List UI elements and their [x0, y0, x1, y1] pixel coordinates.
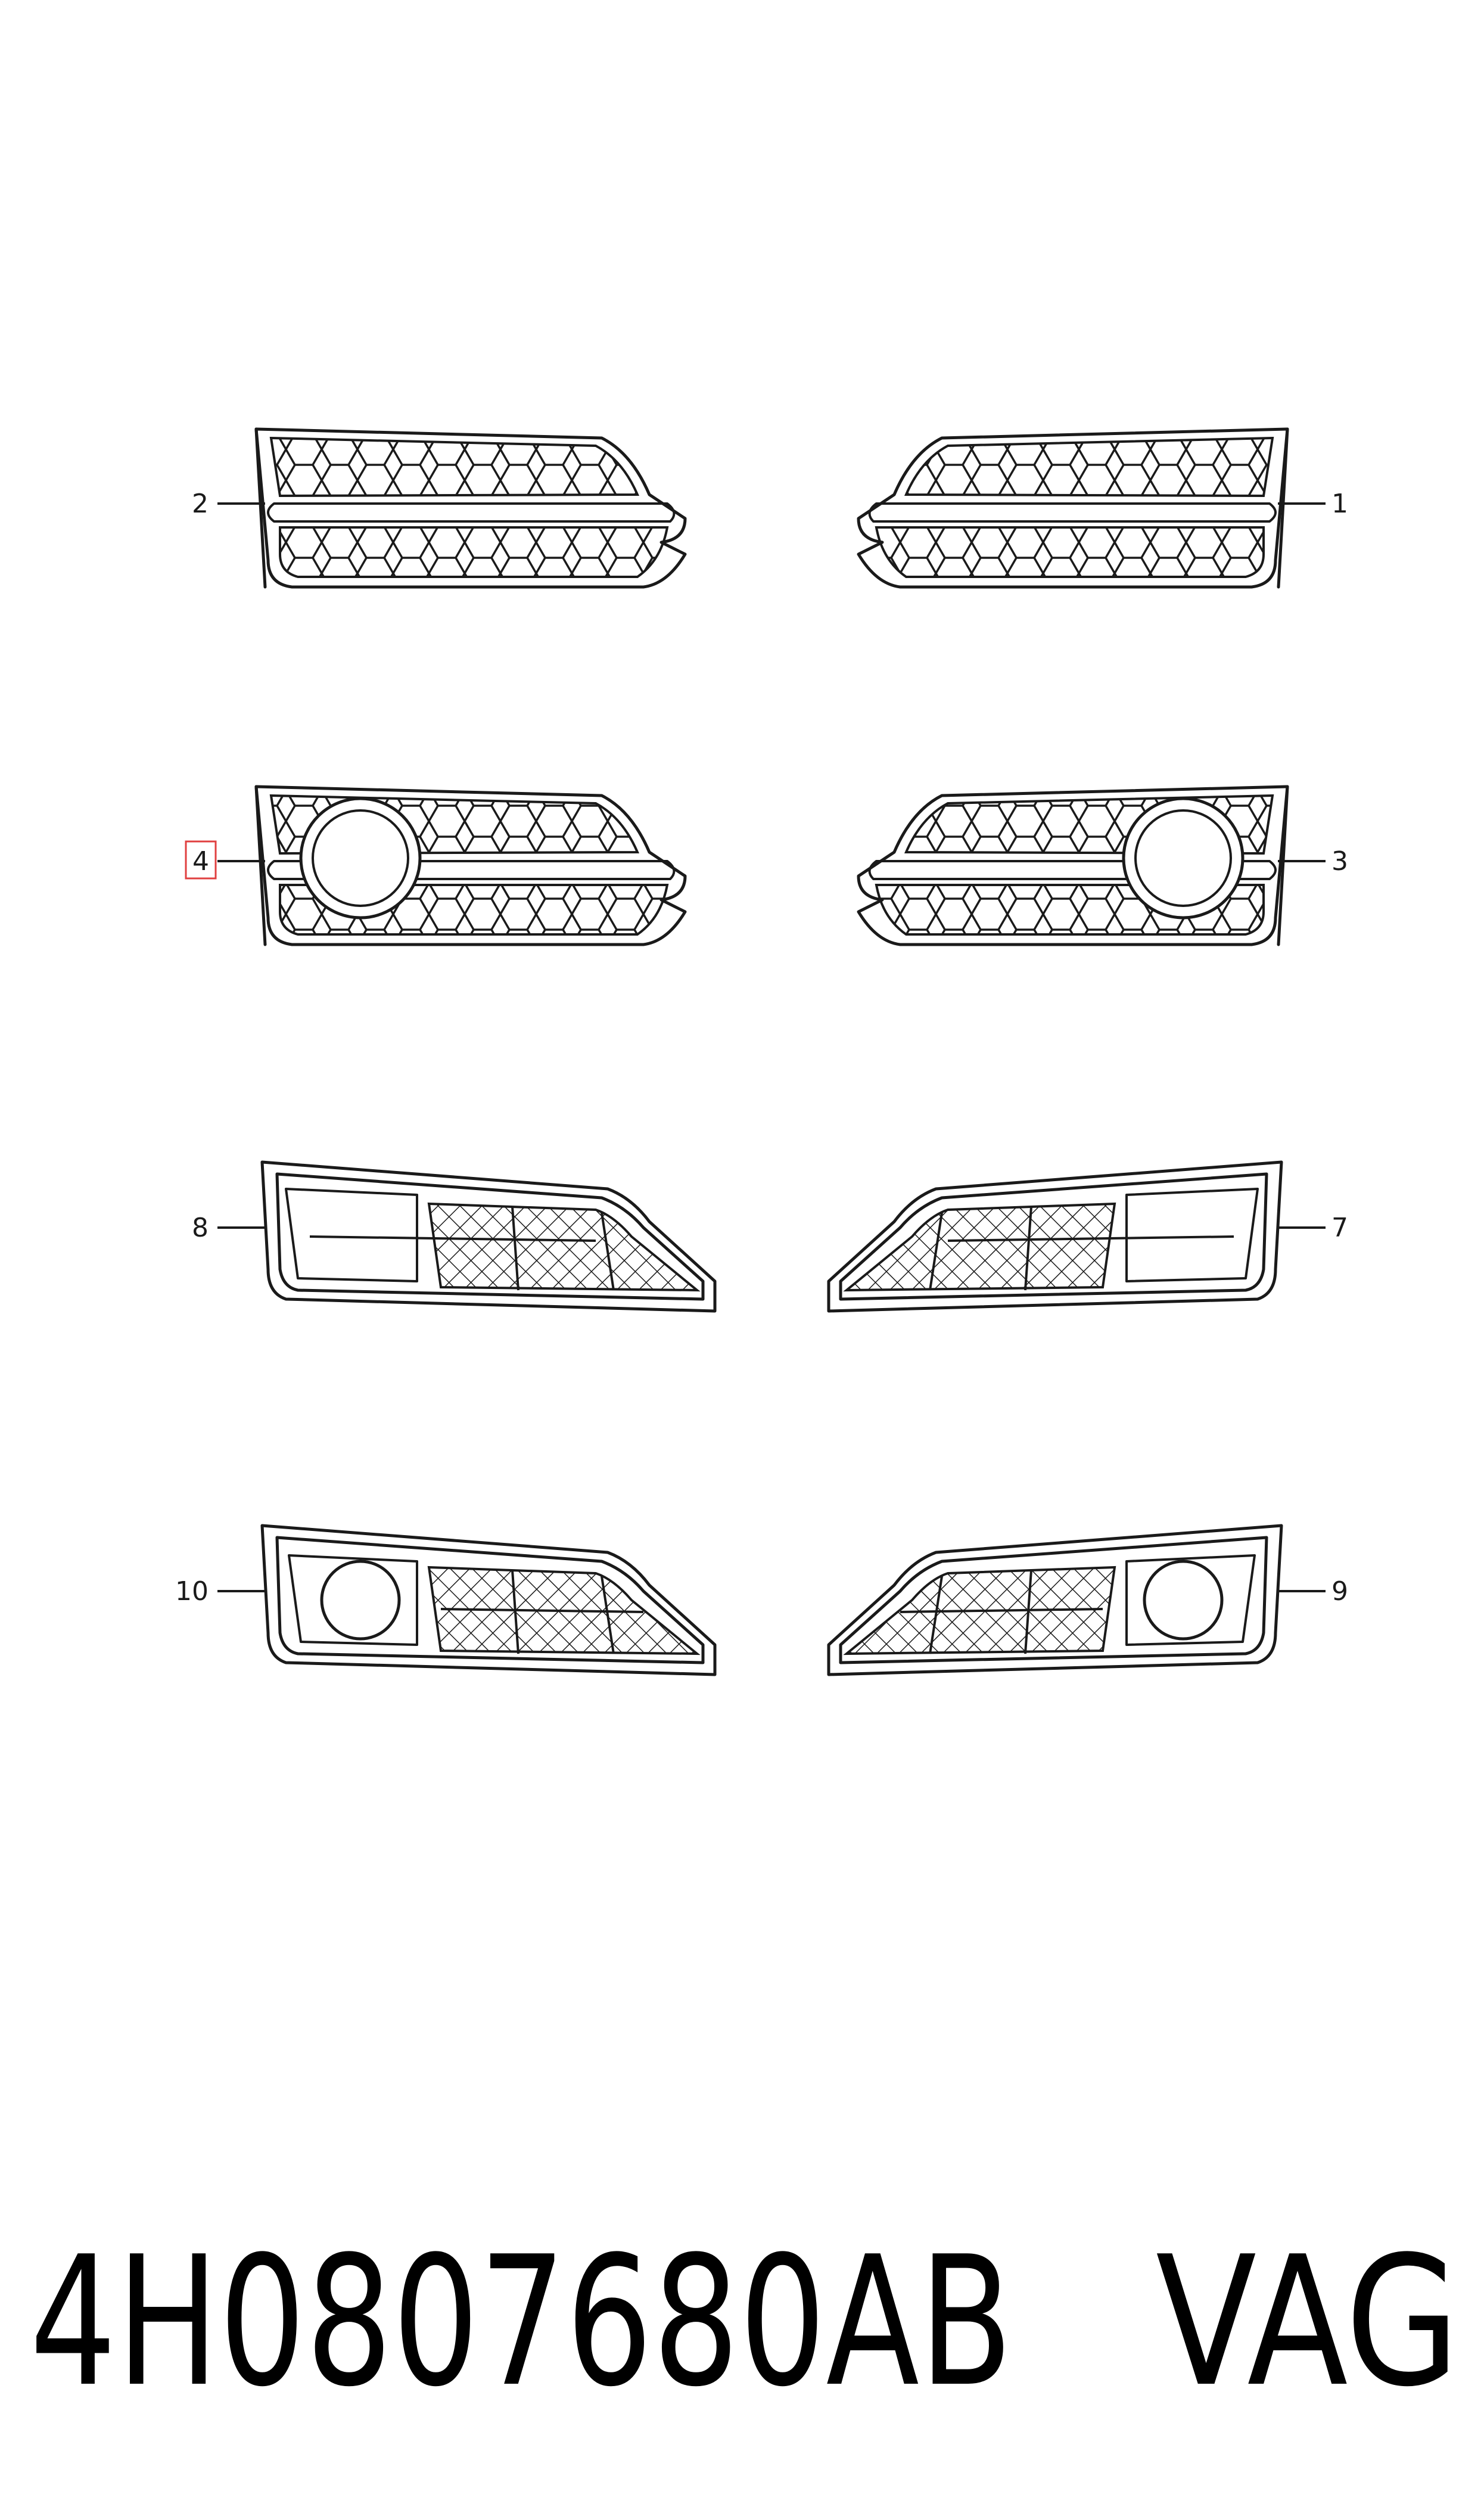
- callout-label-4[interactable]: 4: [192, 846, 209, 877]
- grille-part-2: [256, 429, 685, 587]
- part-number: 4H0807680AB: [30, 2218, 1013, 2426]
- callout-highlight-box: [185, 840, 217, 880]
- grille-part-3: [858, 787, 1287, 945]
- callout-label-10[interactable]: 10: [175, 1576, 209, 1607]
- grille-part-4: [256, 787, 685, 945]
- callout-label-3[interactable]: 3: [1331, 846, 1348, 877]
- callout-label-2[interactable]: 2: [192, 489, 209, 519]
- callout-label-9[interactable]: 9: [1331, 1576, 1348, 1607]
- grille-part-10: [262, 1526, 715, 1675]
- callout-label-8[interactable]: 8: [192, 1213, 209, 1243]
- brand-name: VAG: [1156, 2218, 1460, 2426]
- grille-part-8: [262, 1162, 715, 1311]
- grille-part-1: [858, 429, 1287, 587]
- grille-part-7: [829, 1162, 1281, 1311]
- callout-label-1[interactable]: 1: [1331, 489, 1348, 519]
- grille-part-9: [829, 1526, 1281, 1675]
- callout-label-7[interactable]: 7: [1331, 1213, 1348, 1243]
